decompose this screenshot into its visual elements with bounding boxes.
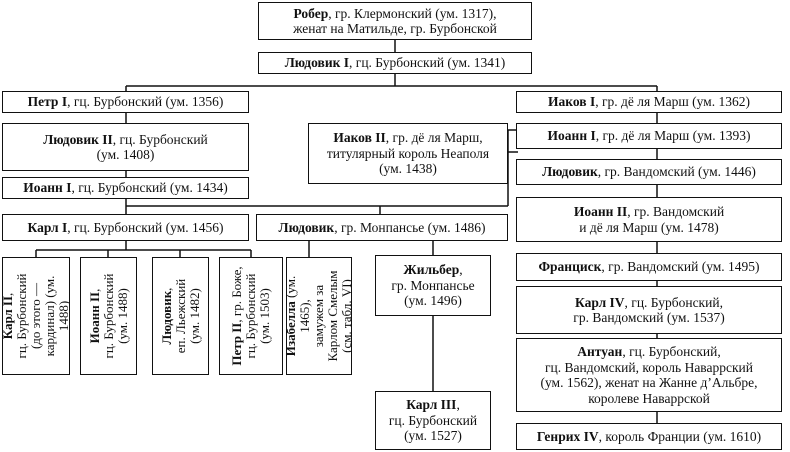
node-karl-2: Карл II,гц. Бурбонский(до этого —кардина… <box>2 257 70 375</box>
node-petr-1: Петр I, гц. Бурбонский (ум. 1356) <box>2 91 249 113</box>
node-ioann-1-marsh: Иоанн I, гр. дё ля Марш (ум. 1393) <box>516 123 782 149</box>
node-petr-2: Петр II, гр. Боже,гц. Бурбонский(ум. 150… <box>219 257 283 375</box>
node-karl-1: Карл I, гц. Бурбонский (ум. 1456) <box>2 214 249 241</box>
node-genrih-4: Генрих IV, король Франции (ум. 1610) <box>516 423 782 450</box>
node-antuan: Антуан, гц. Бурбонский,гц. Вандомский, к… <box>516 338 782 412</box>
node-ludovik-monpansie: Людовик, гр. Монпансье (ум. 1486) <box>256 214 508 241</box>
node-karl-4: Карл IV, гц. Бурбонский,гр. Вандомский (… <box>516 286 782 334</box>
node-ioann-2-bourbon: Иоанн II,гц. Бурбонский(ум. 1488) <box>80 257 137 375</box>
node-iakov-2: Иаков II, гр. дё ля Марш,титулярный коро… <box>308 123 508 184</box>
node-ludovik-vendom: Людовик, гр. Вандомский (ум. 1446) <box>516 159 782 185</box>
node-ludovik-2: Людовик II, гц. Бурбонский(ум. 1408) <box>2 123 249 171</box>
node-ioann-1-bourbon: Иоанн I, гц. Бурбонский (ум. 1434) <box>2 177 249 199</box>
node-rober: Робер, гр. Клермонский (ум. 1317),женат … <box>258 2 532 40</box>
node-fransisk: Франциск, гр. Вандомский (ум. 1495) <box>516 253 782 281</box>
node-ludovik-1: Людовик I, гц. Бурбонский (ум. 1341) <box>258 52 532 74</box>
node-zhilber: Жильбер,гр. Монпансье(ум. 1496) <box>375 255 491 316</box>
node-karl-3: Карл III,гц. Бурбонский(ум. 1527) <box>375 391 491 450</box>
node-iakov-1: Иаков I, гр. дё ля Марш (ум. 1362) <box>516 91 782 113</box>
node-ludovik-lezh: Людовик,еп. Льежский(ум. 1482) <box>152 257 209 375</box>
